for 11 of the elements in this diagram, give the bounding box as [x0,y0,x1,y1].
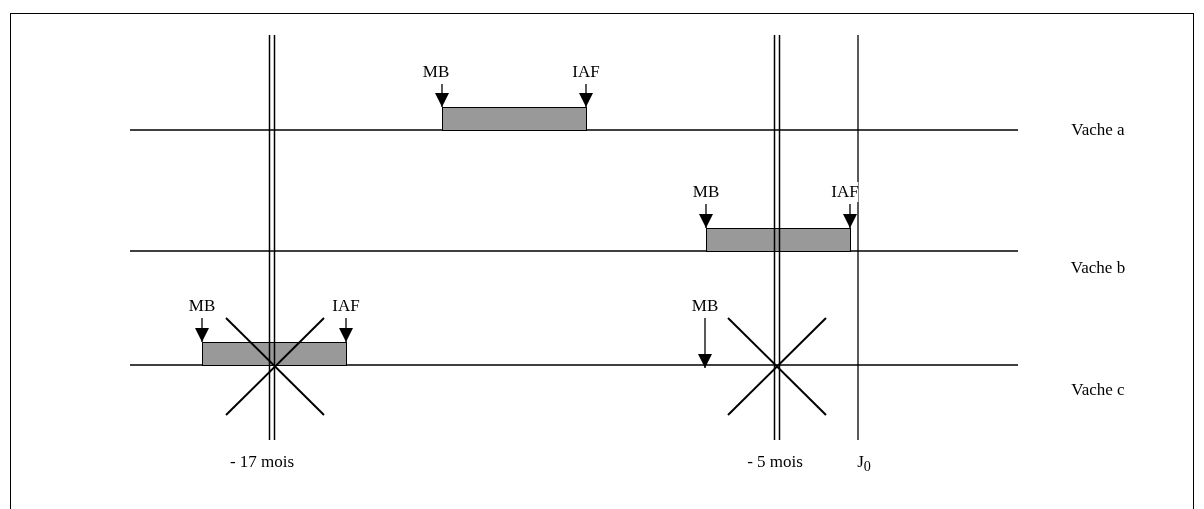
arrow [195,317,209,343]
arrow [435,83,449,108]
event-label: IAF [831,182,859,202]
arrow [339,317,353,343]
period-bar [442,107,587,131]
arrow [699,203,713,229]
arrow [698,317,712,369]
arrow [843,203,857,229]
period-bar [706,228,851,252]
arrow [579,83,593,108]
period-bar [202,342,347,366]
